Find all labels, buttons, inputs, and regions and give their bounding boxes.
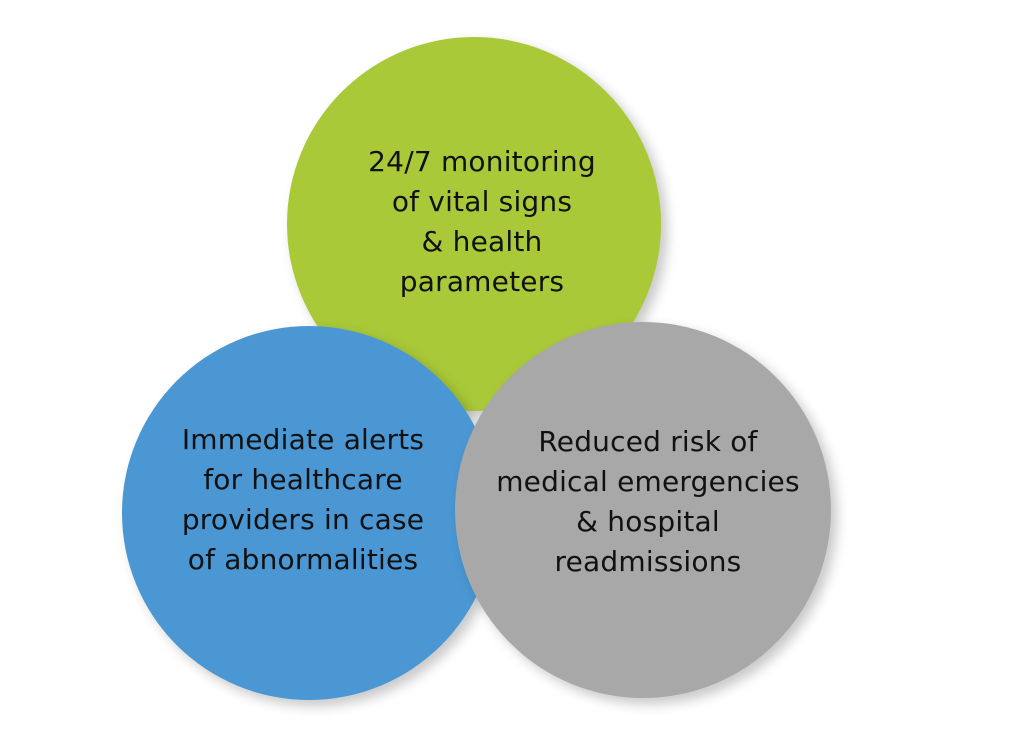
circle-reduced-risk-line: medical emergencies	[496, 465, 800, 498]
circle-reduced-risk-line: & hospital	[576, 505, 720, 538]
circle-monitoring-line: 24/7 monitoring	[368, 145, 596, 178]
circle-alerts-line: providers in case	[181, 503, 425, 536]
circle-reduced-risk-line: Reduced risk of	[538, 425, 758, 458]
circle-alerts-line: of abnormalities	[187, 543, 419, 576]
circle-alerts-line: for healthcare	[203, 463, 403, 496]
circle-alerts: Immediate alerts for healthcare provider…	[122, 326, 496, 700]
circle-alerts-text: Immediate alerts for healthcare provider…	[182, 420, 424, 580]
circle-reduced-risk: Reduced risk of medical emergencies & ho…	[455, 322, 831, 698]
circle-monitoring-line: of vital signs	[391, 185, 573, 218]
circle-reduced-risk-text: Reduced risk of medical emergencies & ho…	[496, 422, 800, 582]
circle-monitoring-text: 24/7 monitoring of vital signs & health …	[368, 142, 596, 302]
circle-alerts-line: Immediate alerts	[181, 423, 425, 456]
circle-reduced-risk-line: readmissions	[554, 545, 742, 578]
circle-monitoring-line: & health	[421, 225, 543, 258]
circle-monitoring-line: parameters	[399, 265, 565, 298]
